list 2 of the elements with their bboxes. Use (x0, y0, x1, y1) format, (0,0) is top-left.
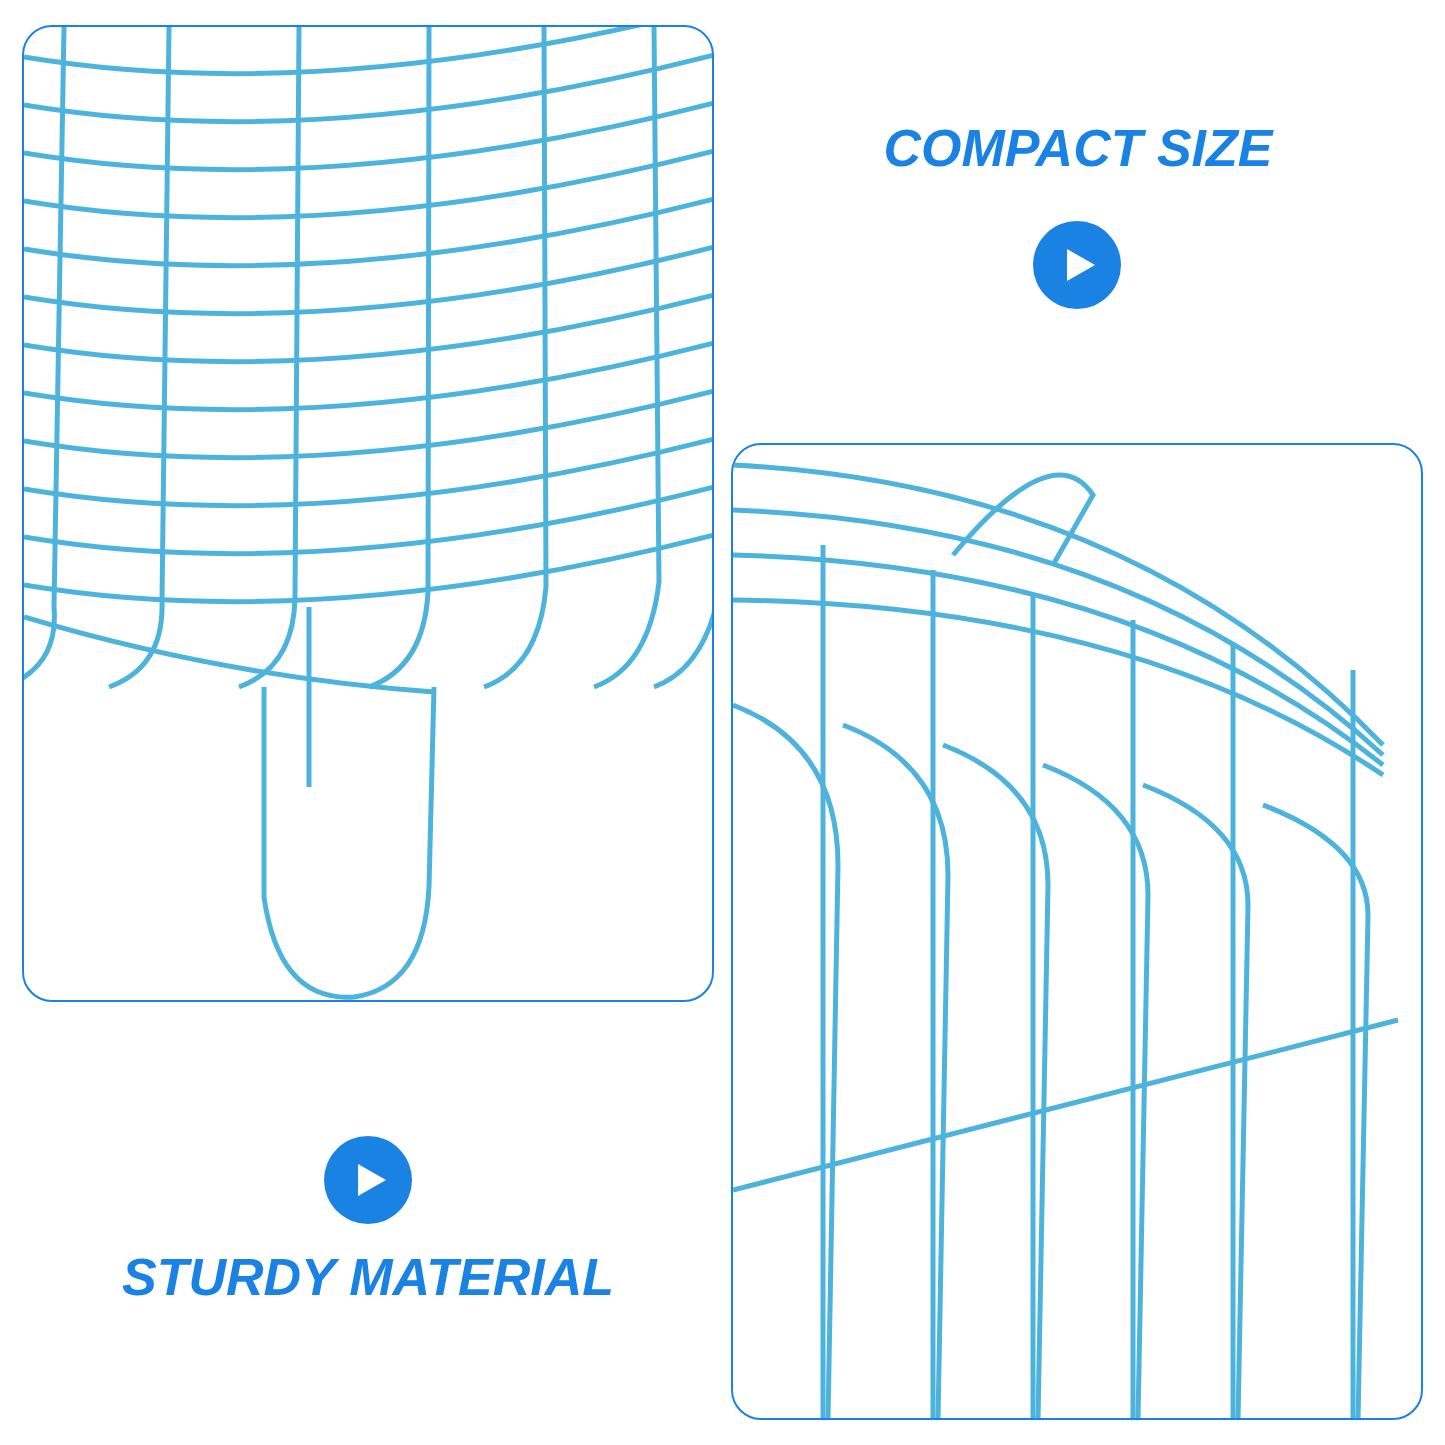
feature-heading: STURDY MATERIAL (120, 1247, 616, 1307)
feature-heading: COMPACT SIZE (882, 118, 1275, 178)
